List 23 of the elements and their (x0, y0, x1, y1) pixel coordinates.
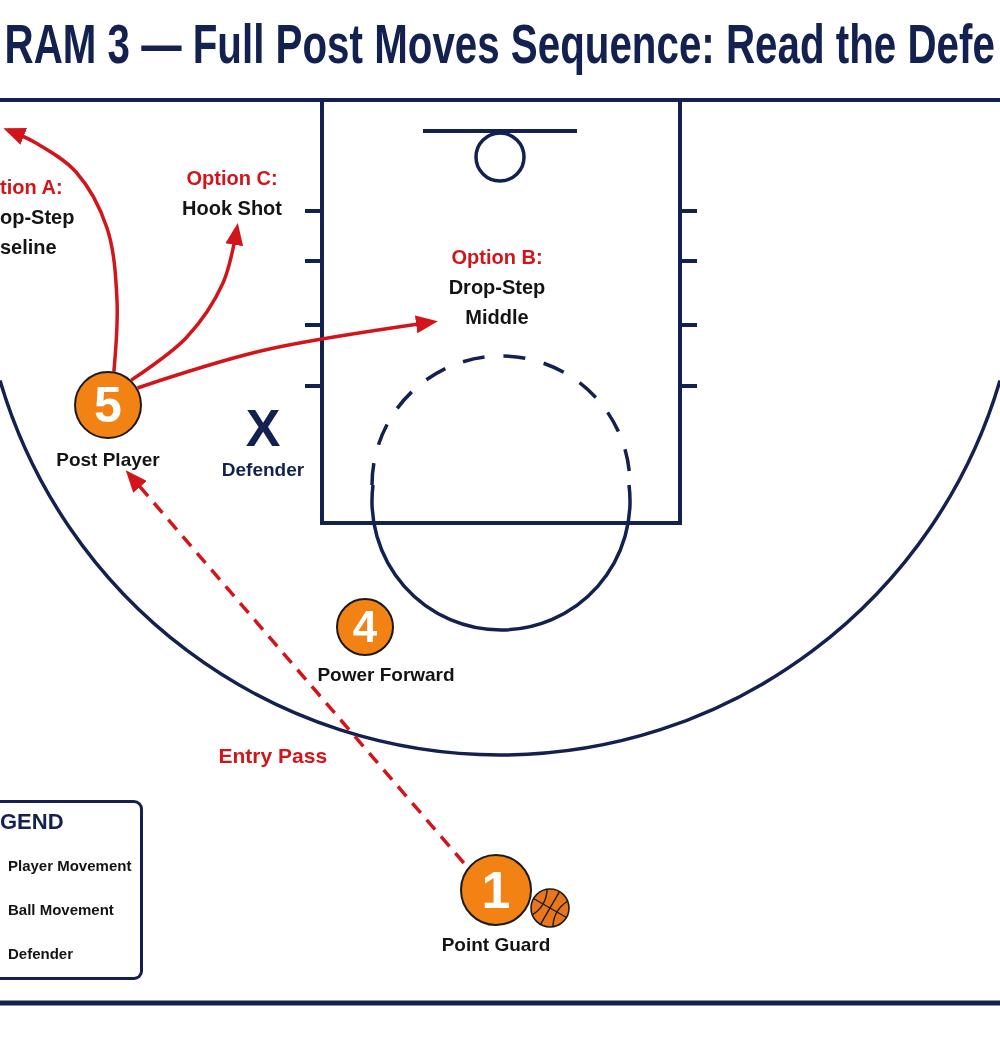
option-description: Hook Shot (182, 196, 282, 221)
legend-title: GEND (0, 809, 64, 835)
diagram-title: RAM 3 — Full Post Moves Sequence: Read the Defe (4, 12, 996, 76)
movement-arrow (3, 127, 119, 372)
player-circle: 4 (336, 598, 394, 656)
player-label: Post Player (56, 449, 160, 471)
player-label: Power Forward (317, 664, 455, 686)
option-heading: Option B: (451, 245, 543, 270)
legend-text: Defender (8, 944, 74, 964)
player-circle: 5 (74, 371, 142, 439)
defender-mark: X (245, 406, 281, 450)
player-label: Point Guard (441, 934, 551, 956)
option-heading: tion A: (0, 175, 63, 200)
option-description: Drop-Step Middle (447, 275, 547, 330)
option-heading: Option C: (186, 166, 278, 191)
legend-text: Ball Movement (8, 900, 114, 920)
movement-arrow (136, 315, 438, 390)
pass-arrow (125, 470, 466, 865)
defender-label: Defender (221, 459, 305, 481)
option-description: op-Step seline (0, 205, 76, 260)
legend-text: Player Movement (8, 856, 132, 876)
movement-arrow (130, 223, 244, 382)
player-circle: 1 (460, 854, 532, 926)
